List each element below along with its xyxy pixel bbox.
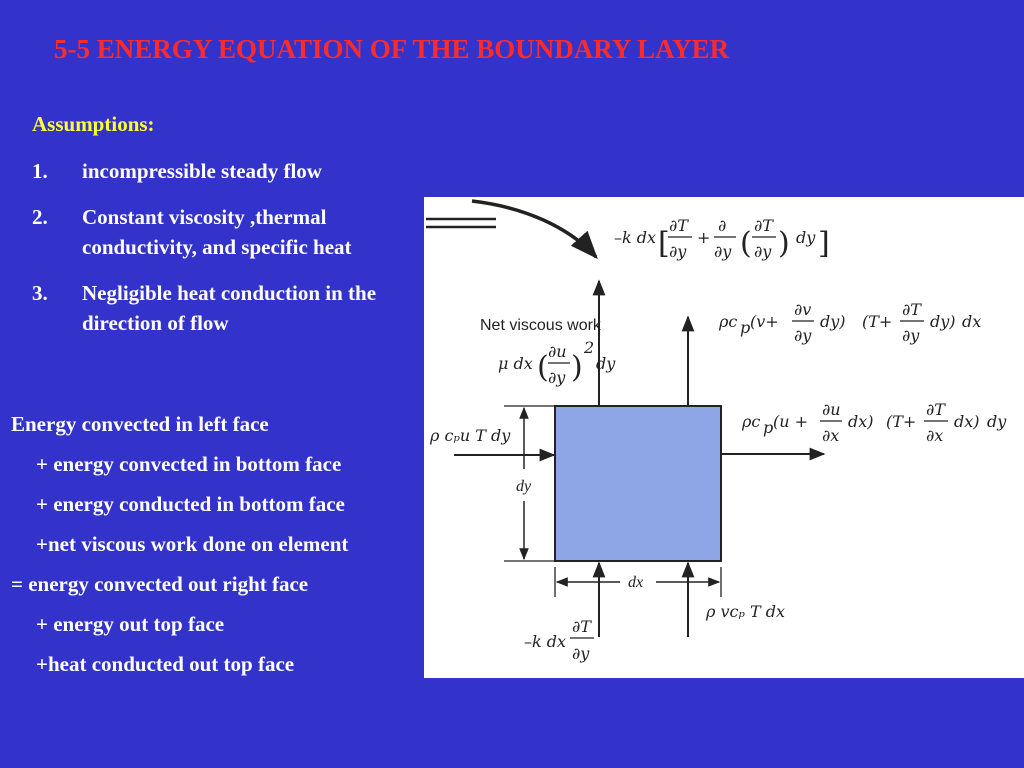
energy-line: = energy convected out right face bbox=[11, 572, 309, 596]
svg-text:(: ( bbox=[740, 226, 752, 261]
svg-text:∂u: ∂u bbox=[548, 342, 567, 361]
svg-text:dy: dy bbox=[796, 228, 816, 247]
svg-text:∂y: ∂y bbox=[572, 644, 590, 663]
energy-line: +net viscous work done on element bbox=[36, 532, 349, 556]
assumptions-list: 1. incompressible steady flow 2. Constan… bbox=[32, 156, 432, 354]
bottom-conduction-term: –k dx ∂T ∂y bbox=[524, 617, 594, 663]
curved-arrow bbox=[471, 199, 598, 260]
svg-text:∂y: ∂y bbox=[794, 326, 812, 345]
svg-text:∂y: ∂y bbox=[902, 326, 920, 345]
assumption-number: 3. bbox=[32, 281, 48, 305]
svg-text:p: p bbox=[763, 418, 773, 437]
assumption-item: 2. Constant viscosity ,thermal conductiv… bbox=[32, 202, 432, 262]
right-convection-term: ρc p (u + ∂u ∂x dx) (T+ ∂T ∂x dx) dy bbox=[741, 400, 1007, 445]
svg-text:∂v: ∂v bbox=[794, 300, 811, 319]
svg-text:∂y: ∂y bbox=[754, 242, 772, 261]
svg-text:[: [ bbox=[658, 226, 670, 261]
svg-text:∂T: ∂T bbox=[572, 617, 592, 636]
svg-text:dx: dx bbox=[962, 312, 981, 331]
dy-label: dy bbox=[516, 478, 532, 495]
assumption-text: Negligible heat conduction in the direct… bbox=[82, 281, 377, 335]
svg-text:∂: ∂ bbox=[718, 216, 726, 235]
energy-line: Energy convected in left face bbox=[11, 412, 269, 436]
svg-text:∂y: ∂y bbox=[714, 242, 732, 261]
dx-dimension: dx bbox=[554, 567, 722, 597]
svg-text:dx): dx) bbox=[954, 412, 980, 431]
svg-text:μ dx: μ dx bbox=[498, 354, 533, 373]
energy-line: + energy convected in bottom face bbox=[36, 452, 342, 476]
dy-dimension: dy bbox=[504, 405, 554, 562]
svg-text:ρc: ρc bbox=[718, 312, 737, 331]
diagram-svg: dy dx Net viscous work μ dx ( ∂u ∂y ) 2 … bbox=[426, 199, 1007, 663]
energy-line: + energy out top face bbox=[36, 612, 225, 636]
svg-text:ρc: ρc bbox=[741, 412, 760, 431]
svg-text:(: ( bbox=[537, 350, 549, 385]
svg-text:∂T: ∂T bbox=[669, 216, 689, 235]
left-convection-term: ρ cₚu T dy bbox=[429, 426, 511, 445]
svg-text:(u +: (u + bbox=[773, 412, 808, 431]
top-conduction-term: –k dx [ ∂T ∂y + ∂ ∂y ( ∂T ∂y ) dy ] bbox=[614, 216, 830, 261]
assumption-text: Constant viscosity ,thermal conductivity… bbox=[82, 205, 352, 259]
svg-text:–k dx: –k dx bbox=[524, 632, 566, 651]
svg-text:(T+: (T+ bbox=[862, 312, 892, 331]
fluid-element bbox=[554, 405, 722, 562]
page-title: 5-5 ENERGY EQUATION OF THE BOUNDARY LAYE… bbox=[54, 34, 730, 64]
svg-text:∂T: ∂T bbox=[902, 300, 922, 319]
svg-text:dy: dy bbox=[987, 412, 1007, 431]
svg-text:+: + bbox=[697, 228, 710, 247]
svg-text:∂u: ∂u bbox=[822, 400, 841, 419]
net-viscous-work-label: Net viscous work bbox=[480, 317, 602, 334]
svg-text:dy: dy bbox=[596, 354, 616, 373]
svg-text:∂T: ∂T bbox=[926, 400, 946, 419]
svg-text:): ) bbox=[571, 350, 583, 385]
assumption-number: 2. bbox=[32, 205, 48, 229]
dx-label: dx bbox=[628, 574, 643, 591]
top-convection-term: ρc p (v+ ∂v ∂y dy) (T+ ∂T ∂y dy) dx bbox=[718, 300, 981, 345]
viscous-work-term: μ dx ( ∂u ∂y ) 2 dy bbox=[498, 338, 616, 387]
svg-text:dy): dy) bbox=[820, 312, 846, 331]
svg-text:]: ] bbox=[818, 226, 830, 261]
svg-text:∂x: ∂x bbox=[822, 426, 839, 445]
svg-text:dy): dy) bbox=[930, 312, 956, 331]
assumptions-heading: Assumptions: bbox=[32, 112, 155, 136]
svg-text:∂y: ∂y bbox=[548, 368, 566, 387]
svg-text:p: p bbox=[740, 318, 750, 337]
assumption-item: 3. Negligible heat conduction in the dir… bbox=[32, 278, 432, 338]
svg-text:2: 2 bbox=[583, 338, 594, 357]
svg-text:): ) bbox=[778, 226, 790, 261]
bottom-convection-term: ρ vcₚ T dx bbox=[705, 602, 785, 621]
assumption-number: 1. bbox=[32, 159, 48, 183]
energy-balance-list: Energy convected in left face + energy c… bbox=[11, 408, 348, 688]
control-volume-diagram: dy dx Net viscous work μ dx ( ∂u ∂y ) 2 … bbox=[424, 197, 1024, 678]
svg-text:–k dx: –k dx bbox=[614, 228, 656, 247]
svg-text:∂y: ∂y bbox=[669, 242, 687, 261]
assumption-item: 1. incompressible steady flow bbox=[32, 156, 432, 186]
svg-text:(v+: (v+ bbox=[750, 312, 779, 331]
svg-text:∂T: ∂T bbox=[754, 216, 774, 235]
energy-line: + energy conducted in bottom face bbox=[36, 492, 345, 516]
equality-lines bbox=[426, 217, 496, 229]
energy-line: +heat conducted out top face bbox=[36, 652, 295, 676]
svg-text:∂x: ∂x bbox=[926, 426, 943, 445]
svg-text:(T+: (T+ bbox=[886, 412, 916, 431]
svg-text:dx): dx) bbox=[848, 412, 874, 431]
assumption-text: incompressible steady flow bbox=[82, 159, 322, 183]
